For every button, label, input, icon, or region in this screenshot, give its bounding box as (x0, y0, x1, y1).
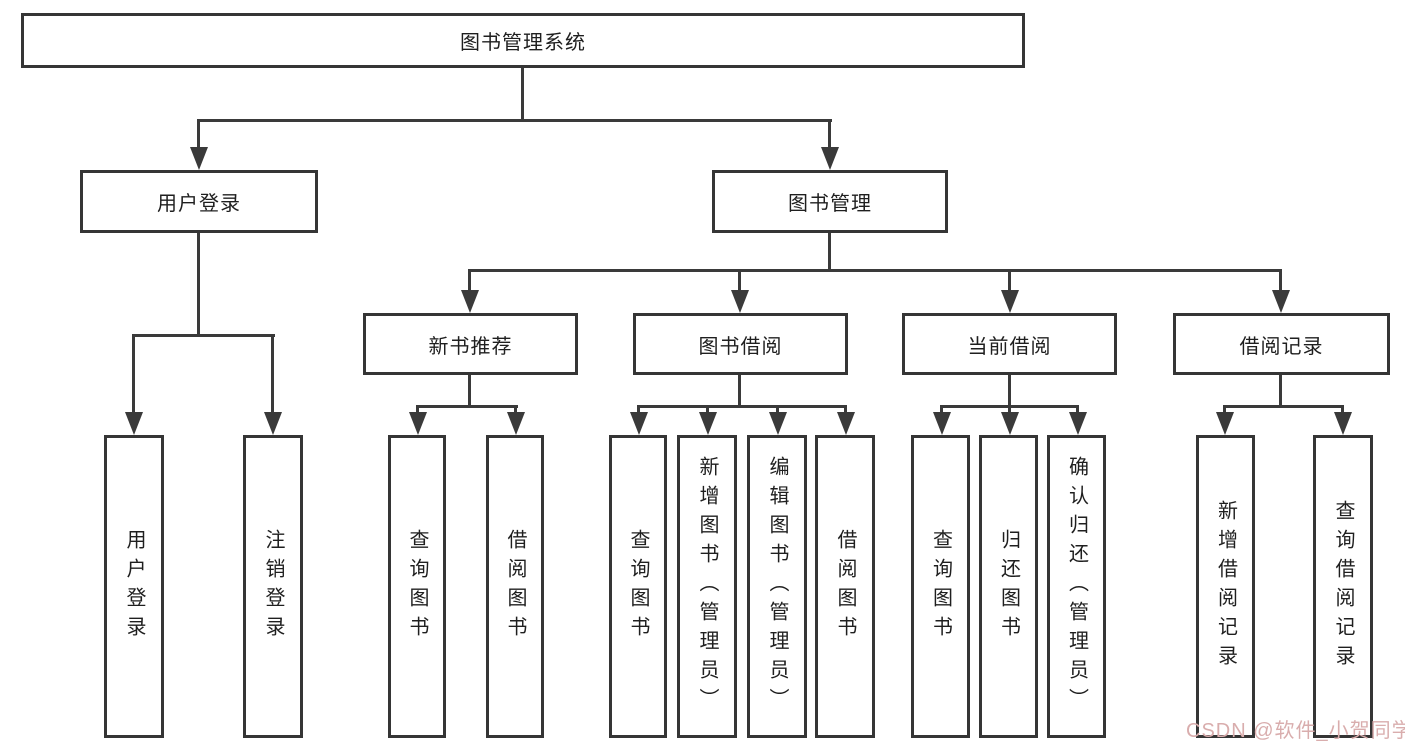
connector-level3-rail (469, 269, 1282, 272)
connector-to-borrow-records (1279, 269, 1282, 293)
node-current-borrow: 当前借阅 (902, 313, 1117, 375)
node-library-management-system: 图书管理系统 (21, 13, 1025, 68)
leaf-current-query-book: 查询图书 (911, 435, 970, 738)
arrowhead-icon (125, 412, 143, 435)
node-label: 新书推荐 (428, 335, 513, 358)
connector-current-stem (1008, 375, 1011, 408)
leaf-label: 确认归还（管理员） (1065, 456, 1088, 717)
connector-leaf-drop (1076, 405, 1079, 415)
arrowhead-icon (409, 412, 427, 435)
connector-newrec-stem (468, 375, 471, 408)
arrowhead-icon (1334, 412, 1352, 435)
leaf-label: 查询图书 (929, 528, 952, 645)
node-label: 图书管理系统 (460, 32, 586, 54)
arrowhead-icon (190, 147, 208, 170)
connector-root-stem (521, 68, 524, 122)
leaf-label: 用户登录 (123, 528, 145, 645)
arrowhead-icon (1001, 290, 1019, 313)
connector-leaf-drop (1223, 405, 1226, 415)
arrowhead-icon (1001, 412, 1019, 435)
connector-to-leaf-logout (271, 334, 274, 414)
arrowhead-icon (1216, 412, 1234, 435)
connector-to-book-management (828, 119, 831, 152)
arrowhead-icon (461, 290, 479, 313)
leaf-label: 借阅图书 (504, 528, 526, 645)
node-user-login: 用户登录 (80, 170, 318, 233)
node-book-management: 图书管理 (712, 170, 948, 233)
connector-to-new-book (468, 269, 471, 293)
node-label: 借阅记录 (1239, 335, 1324, 358)
arrowhead-icon (1069, 412, 1087, 435)
connector-leaf-drop (514, 405, 517, 415)
leaf-records-query-record: 查询借阅记录 (1313, 435, 1373, 738)
leaf-borrow-edit-book-admin: 编辑图书（管理员） (747, 435, 807, 738)
connector-to-leaf-user-login (132, 334, 135, 414)
leaf-label: 注销登录 (262, 528, 284, 645)
connector-leaf-drop (776, 405, 779, 415)
connector-leaf-drop (940, 405, 943, 415)
connector-borrow-rail (638, 405, 847, 408)
node-borrow-records: 借阅记录 (1173, 313, 1390, 375)
arrowhead-icon (769, 412, 787, 435)
connector-user-login-stem (197, 233, 200, 337)
node-label: 当前借阅 (967, 335, 1052, 358)
leaf-records-add-record: 新增借阅记录 (1196, 435, 1255, 738)
arrowhead-icon (731, 290, 749, 313)
leaf-label: 查询图书 (406, 528, 428, 645)
leaf-current-confirm-return-admin: 确认归还（管理员） (1047, 435, 1106, 738)
arrowhead-icon (837, 412, 855, 435)
connector-to-book-borrow (738, 269, 741, 293)
leaf-borrow-borrow-book: 借阅图书 (815, 435, 875, 738)
arrowhead-icon (630, 412, 648, 435)
leaf-label: 借阅图书 (834, 528, 856, 645)
leaf-borrow-query-book: 查询图书 (609, 435, 667, 738)
arrowhead-icon (699, 412, 717, 435)
arrowhead-icon (507, 412, 525, 435)
leaf-borrow-add-book-admin: 新增图书（管理员） (677, 435, 737, 738)
connector-records-stem (1279, 375, 1282, 408)
connector-leaf-drop (416, 405, 419, 415)
connector-leaf-drop (706, 405, 709, 415)
connector-leaf-drop (637, 405, 640, 415)
node-label: 用户登录 (157, 193, 241, 215)
leaf-label: 查询借阅记录 (1332, 499, 1354, 674)
arrowhead-icon (264, 412, 282, 435)
connector-user-login-rail (133, 334, 275, 337)
leaf-label: 归还图书 (997, 528, 1020, 645)
node-label: 图书借阅 (698, 335, 783, 358)
connector-leaf-drop (844, 405, 847, 415)
connector-book-management-stem (828, 233, 831, 272)
connector-level2-rail (198, 119, 832, 122)
arrowhead-icon (933, 412, 951, 435)
connector-records-rail (1224, 405, 1344, 408)
leaf-user-login: 用户登录 (104, 435, 164, 738)
leaf-label: 编辑图书（管理员） (766, 456, 788, 717)
leaf-current-return-book: 归还图书 (979, 435, 1038, 738)
connector-borrow-stem (738, 375, 741, 408)
node-new-book-recommend: 新书推荐 (363, 313, 578, 375)
leaf-label: 新增图书（管理员） (696, 456, 718, 717)
leaf-label: 查询图书 (627, 528, 649, 645)
leaf-logout: 注销登录 (243, 435, 303, 738)
leaf-label: 新增借阅记录 (1214, 499, 1237, 674)
connector-leaf-drop (1008, 405, 1011, 415)
arrowhead-icon (1272, 290, 1290, 313)
connector-newrec-rail (417, 405, 518, 408)
leaf-newrec-borrow-book: 借阅图书 (486, 435, 544, 738)
connector-leaf-drop (1341, 405, 1344, 415)
arrowhead-icon (821, 147, 839, 170)
leaf-newrec-query-book: 查询图书 (388, 435, 446, 738)
node-book-borrow: 图书借阅 (633, 313, 848, 375)
connector-to-user-login (197, 119, 200, 152)
node-label: 图书管理 (788, 193, 872, 215)
connector-to-current-borrow (1008, 269, 1011, 293)
csdn-watermark: CSDN @软件_小贺同学 (1186, 720, 1405, 742)
